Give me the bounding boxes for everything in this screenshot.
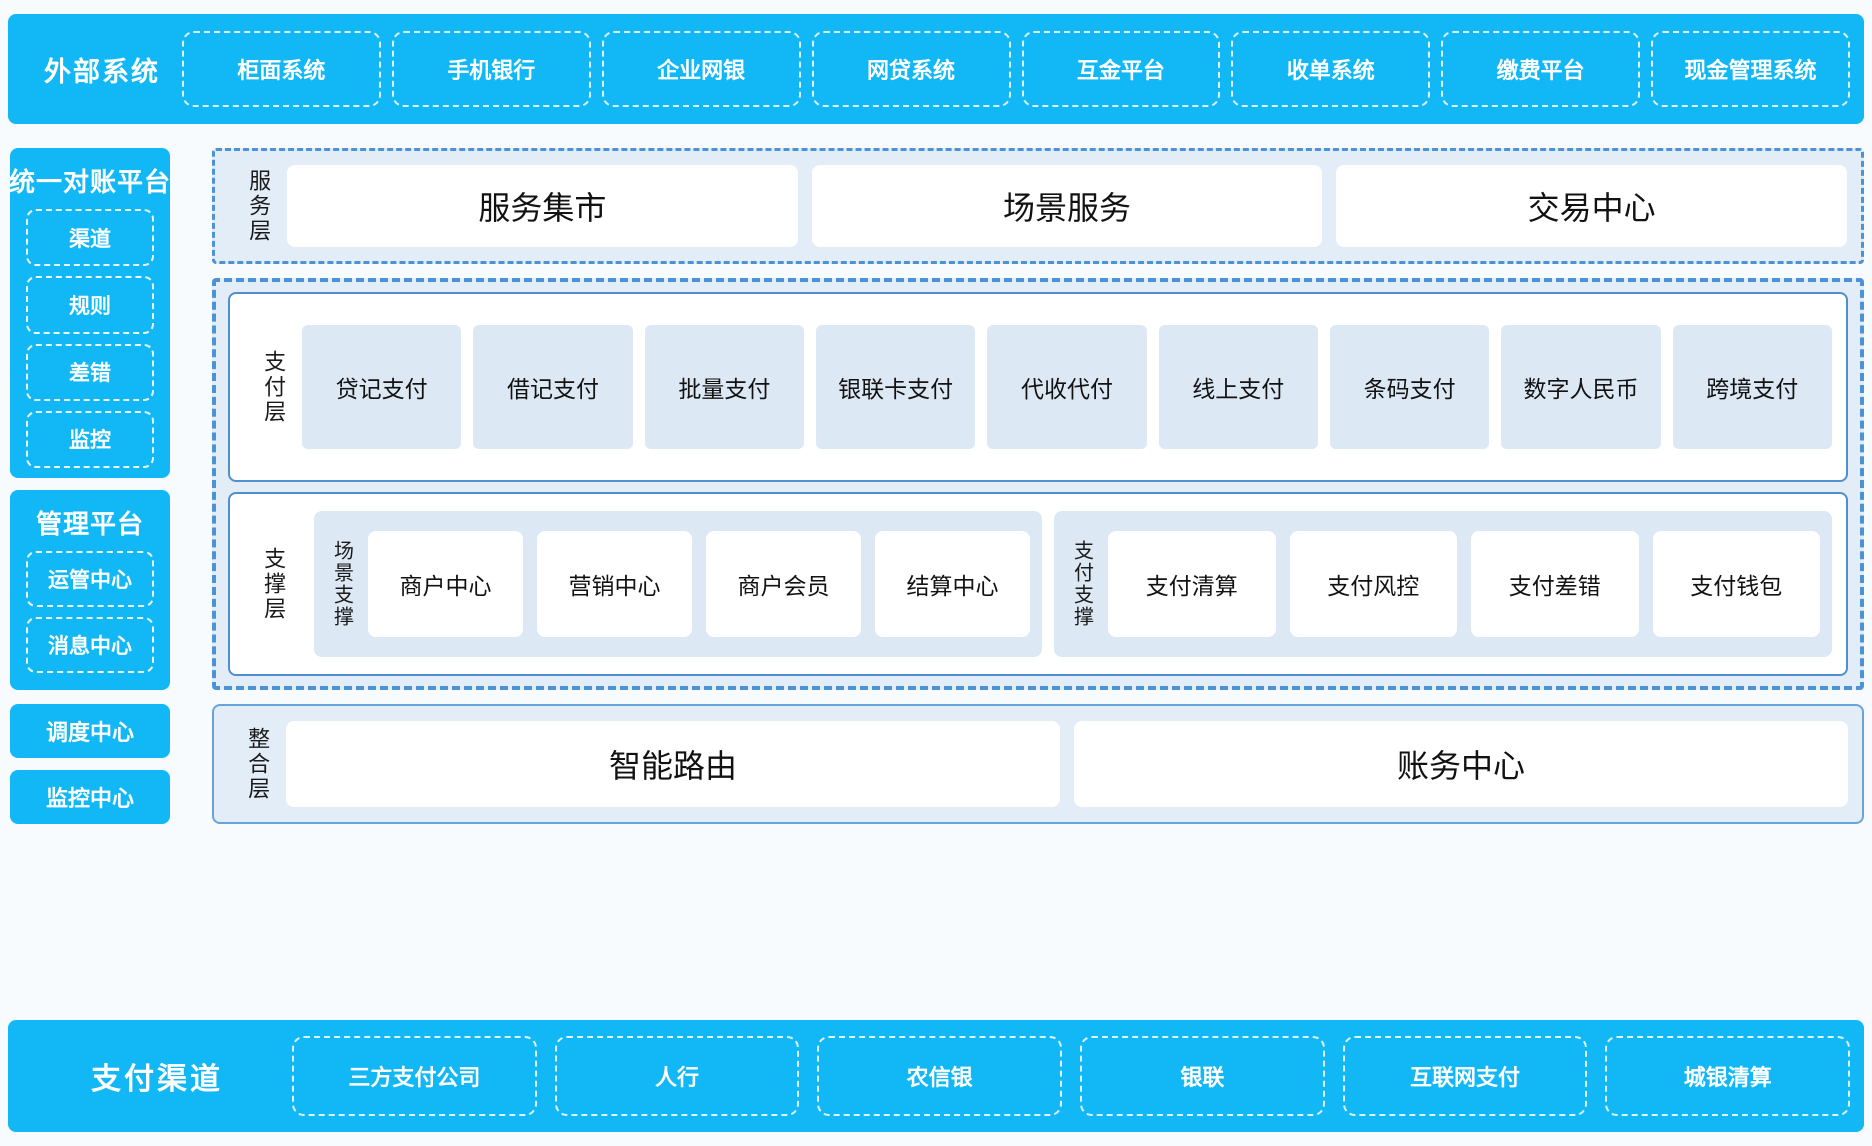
integration-layer-label-wrap: 整合层 (228, 706, 286, 822)
payment-channel-chip[interactable]: 银联 (1080, 1036, 1325, 1116)
support-cell[interactable]: 营销中心 (537, 531, 692, 637)
external-systems-title: 外部系统 (44, 56, 160, 87)
reconciliation-platform-card: 统一对账平台 渠道 规则 差错 监控 (9, 148, 172, 478)
payment-layer-panel: 支付层 贷记支付 借记支付 批量支付 银联卡支付 代收代付 线上支付 条码支付 … (228, 292, 1848, 482)
core-layer-panel: 支付层 贷记支付 借记支付 批量支付 银联卡支付 代收代付 线上支付 条码支付 … (212, 278, 1864, 690)
support-layer-label-wrap: 支撑层 (244, 494, 302, 674)
service-box-marketplace[interactable]: 服务集市 (287, 165, 798, 247)
support-cell[interactable]: 商户中心 (368, 531, 523, 637)
payment-cell[interactable]: 银联卡支付 (815, 325, 976, 449)
service-layer-label: 服务层 (246, 168, 272, 244)
support-cell[interactable]: 结算中心 (875, 531, 1030, 637)
payment-cell[interactable]: 线上支付 (1158, 325, 1318, 449)
external-system-chip[interactable]: 网贷系统 (811, 31, 1011, 107)
payment-cell[interactable]: 条码支付 (1329, 325, 1490, 449)
support-group-payment: 支付支撑 支付清算 支付风控 支付差错 支付钱包 (1054, 511, 1832, 657)
support-group-scenario-cell-list: 商户中心 营销中心 商户会员 结算中心 (368, 531, 1030, 637)
payment-layer-label: 支付层 (261, 349, 287, 425)
payment-cell[interactable]: 批量支付 (644, 325, 804, 449)
payment-cell[interactable]: 跨境支付 (1672, 325, 1832, 449)
reconciliation-item-monitor[interactable]: 监控 (26, 410, 154, 468)
integration-layer-panel: 整合层 智能路由 账务中心 (212, 704, 1864, 824)
payment-channel-chip[interactable]: 城银清算 (1605, 1036, 1851, 1116)
reconciliation-item-rule[interactable]: 规则 (26, 276, 154, 334)
reconciliation-item-channel[interactable]: 渠道 (26, 209, 154, 267)
payment-cell[interactable]: 借记支付 (473, 325, 633, 449)
management-platform-card: 管理平台 运管中心 消息中心 (10, 490, 170, 690)
external-system-chip[interactable]: 企业网银 (601, 31, 801, 107)
reconciliation-item-error[interactable]: 差错 (26, 343, 154, 401)
reconciliation-platform-title: 统一对账平台 (9, 167, 172, 197)
payment-layer-label-wrap: 支付层 (244, 294, 302, 480)
support-group-scenario: 场景支撑 商户中心 营销中心 商户会员 结算中心 (314, 511, 1042, 657)
support-cell[interactable]: 支付差错 (1471, 531, 1639, 637)
payment-channels-title: 支付渠道 (91, 1063, 223, 1096)
integration-box-smart-routing[interactable]: 智能路由 (286, 721, 1060, 807)
payment-cell[interactable]: 数字人民币 (1501, 325, 1661, 449)
dispatch-center-card[interactable]: 调度中心 (10, 704, 170, 758)
service-layer-panel: 服务层 服务集市 场景服务 交易中心 (212, 148, 1864, 264)
payment-channels-chip-list: 三方支付公司 人行 农信银 银联 互联网支付 城银清算 (292, 1036, 1851, 1116)
service-layer-label-wrap: 服务层 (229, 151, 287, 261)
support-layer-panel: 支撑层 场景支撑 商户中心 营销中心 商户会员 结算中心 支付支撑 支付清算 支… (228, 492, 1848, 676)
service-box-scenario[interactable]: 场景服务 (811, 165, 1323, 247)
management-item-message-center[interactable]: 消息中心 (26, 617, 154, 673)
external-systems-chip-list: 柜面系统 手机银行 企业网银 网贷系统 互金平台 收单系统 缴费平台 现金管理系… (182, 31, 1850, 107)
management-platform-title: 管理平台 (35, 509, 144, 539)
payment-channel-chip[interactable]: 互联网支付 (1342, 1036, 1588, 1116)
support-cell[interactable]: 支付风控 (1289, 531, 1457, 637)
external-system-chip[interactable]: 互金平台 (1021, 31, 1221, 107)
payment-layer-cell-list: 贷记支付 借记支付 批量支付 银联卡支付 代收代付 线上支付 条码支付 数字人民… (302, 325, 1832, 449)
monitor-center-card[interactable]: 监控中心 (10, 770, 170, 824)
external-system-chip[interactable]: 现金管理系统 (1651, 31, 1850, 107)
integration-layer-label: 整合层 (245, 726, 271, 802)
external-system-chip[interactable]: 缴费平台 (1441, 31, 1641, 107)
support-group-payment-label: 支付支撑 (1070, 540, 1093, 628)
management-item-operations-center[interactable]: 运管中心 (26, 551, 154, 607)
support-cell[interactable]: 商户会员 (706, 531, 861, 637)
support-cell[interactable]: 支付清算 (1108, 531, 1276, 637)
service-layer-box-list: 服务集市 场景服务 交易中心 (287, 165, 1848, 247)
payment-channels-bar: 支付渠道 三方支付公司 人行 农信银 银联 互联网支付 城银清算 (8, 1020, 1864, 1132)
integration-box-accounting-center[interactable]: 账务中心 (1074, 721, 1848, 807)
payment-channel-chip[interactable]: 人行 (554, 1036, 800, 1116)
external-system-chip[interactable]: 收单系统 (1231, 31, 1431, 107)
support-group-payment-cell-list: 支付清算 支付风控 支付差错 支付钱包 (1108, 531, 1820, 637)
support-group-scenario-label: 场景支撑 (330, 540, 353, 628)
payment-channel-chip[interactable]: 三方支付公司 (292, 1036, 537, 1116)
integration-layer-box-list: 智能路由 账务中心 (286, 721, 1848, 807)
support-cell[interactable]: 支付钱包 (1652, 531, 1820, 637)
payment-cell[interactable]: 代收代付 (987, 325, 1147, 449)
service-box-transaction-center[interactable]: 交易中心 (1336, 165, 1848, 247)
external-system-chip[interactable]: 柜面系统 (182, 31, 381, 107)
payment-cell[interactable]: 贷记支付 (302, 325, 462, 449)
support-layer-label: 支撑层 (261, 546, 287, 622)
payment-channel-chip[interactable]: 农信银 (817, 1036, 1063, 1116)
external-systems-bar: 外部系统 柜面系统 手机银行 企业网银 网贷系统 互金平台 收单系统 缴费平台 … (8, 14, 1864, 124)
external-system-chip[interactable]: 手机银行 (391, 31, 591, 107)
